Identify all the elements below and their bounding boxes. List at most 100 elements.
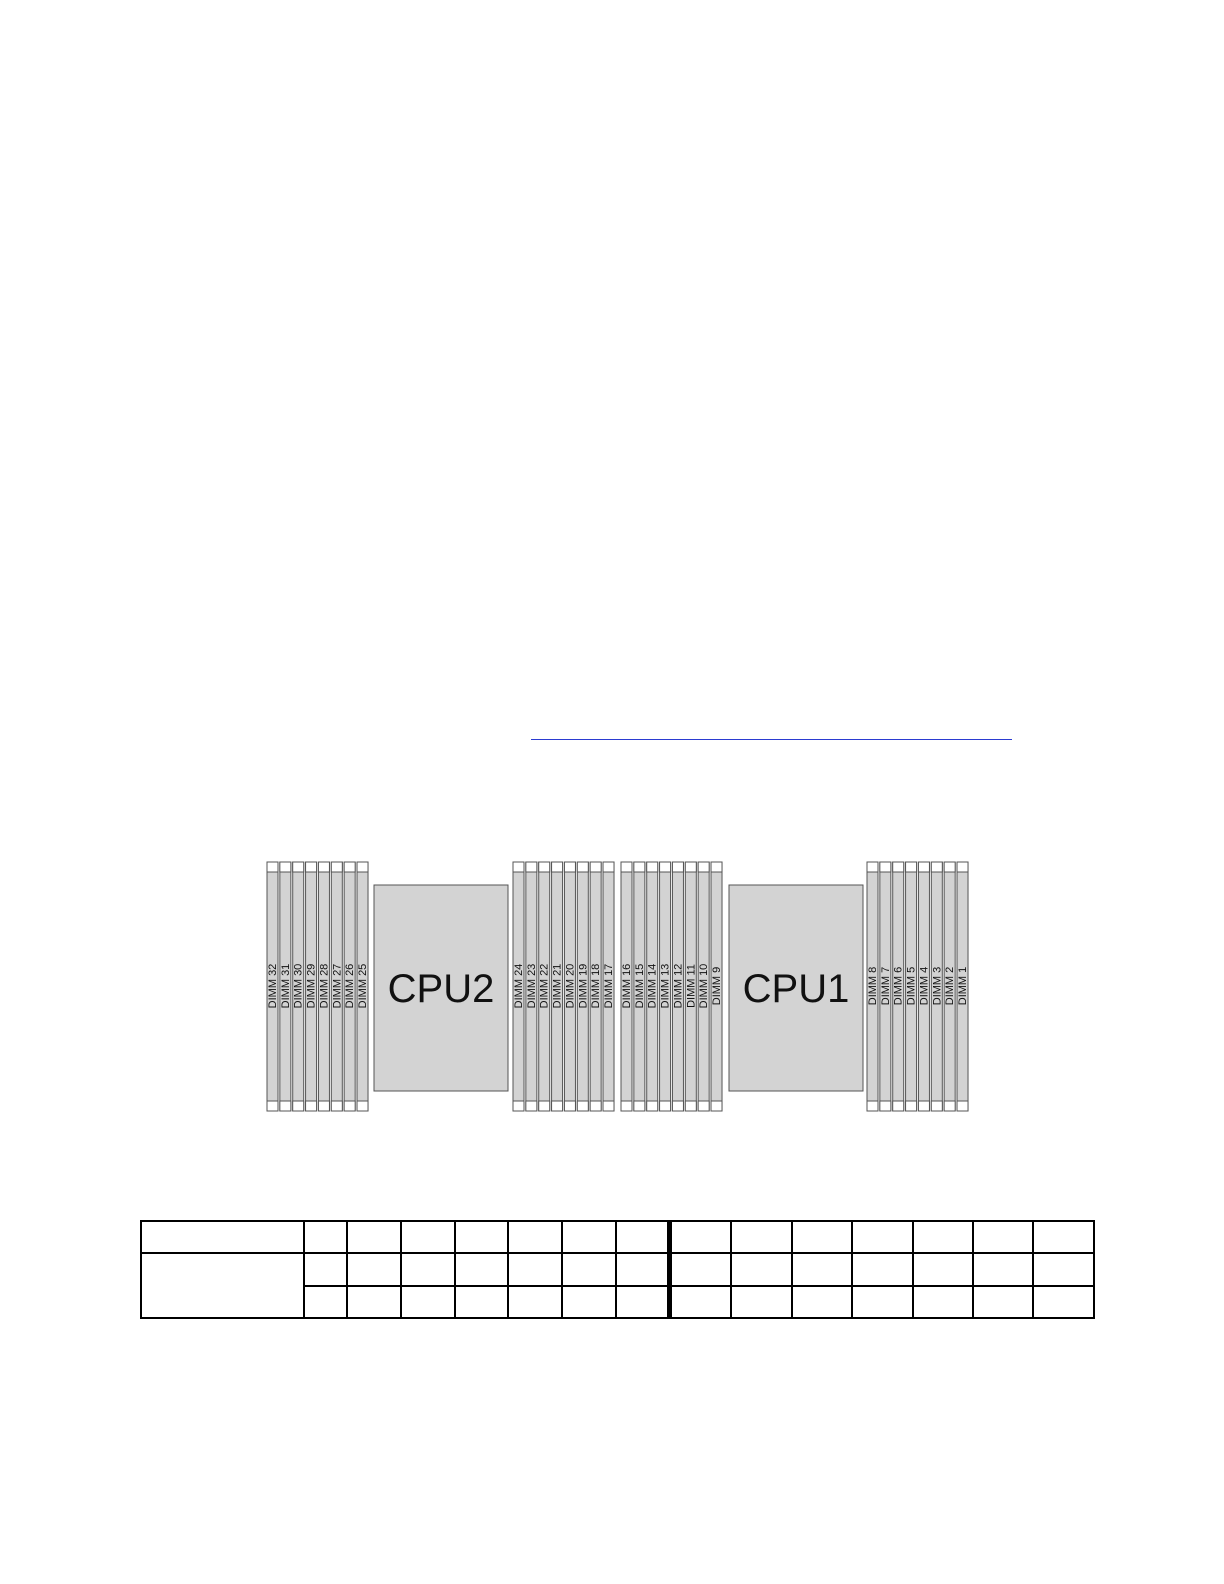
dimm-latch-top — [356, 861, 369, 873]
table-cell — [346, 1219, 402, 1255]
dimm-latch-top — [943, 861, 956, 873]
dimm-latch-top — [538, 861, 551, 873]
table-cell — [790, 1219, 854, 1255]
dimm-label: DIMM 14 — [647, 964, 659, 1009]
dimm-label: DIMM 7 — [880, 967, 892, 1006]
link-underline[interactable] — [531, 739, 1012, 740]
table-cell — [139, 1252, 306, 1319]
dimm-label: DIMM 19 — [577, 964, 589, 1009]
dimm-latch-top — [684, 861, 697, 873]
dimm-latch-top — [956, 861, 969, 873]
table-cell — [851, 1284, 914, 1320]
dimm-label: DIMM 9 — [711, 967, 723, 1006]
dimm-latch-top — [602, 861, 615, 873]
dimm-latch-top — [930, 861, 943, 873]
dimm-label: DIMM 30 — [293, 964, 305, 1009]
dimm-latch-bottom — [620, 1100, 633, 1112]
table-cell — [453, 1219, 510, 1255]
table-cell — [303, 1252, 349, 1287]
dimm-label: DIMM 20 — [564, 964, 576, 1009]
dimm-latch-bottom — [671, 1100, 684, 1112]
dimm-latch-bottom — [551, 1100, 564, 1112]
dimm-label: DIMM 8 — [867, 967, 879, 1006]
dimm-label: DIMM 25 — [357, 964, 369, 1009]
table-cell — [346, 1252, 402, 1287]
table-cell — [614, 1219, 671, 1255]
dimm-label: DIMM 17 — [603, 964, 615, 1009]
dimm-latch-bottom — [266, 1100, 279, 1112]
dimm-latch-bottom — [917, 1100, 930, 1112]
table-cell — [851, 1252, 914, 1287]
dimm-latch-bottom — [633, 1100, 646, 1112]
table-row — [139, 1219, 1095, 1255]
table-cell — [1032, 1284, 1095, 1320]
dimm-latch-top — [317, 861, 330, 873]
dimm-latch-top — [697, 861, 710, 873]
table-cell — [790, 1252, 854, 1287]
dimm-label: DIMM 6 — [893, 967, 905, 1006]
table-cell — [399, 1284, 456, 1320]
dimm-latch-bottom — [892, 1100, 905, 1112]
table-cell — [614, 1284, 671, 1320]
dimm-latch-bottom — [866, 1100, 879, 1112]
dimm-label: DIMM 23 — [526, 964, 538, 1009]
table-row — [139, 1252, 1095, 1319]
table-cell — [790, 1284, 854, 1320]
dimm-label: DIMM 10 — [698, 964, 710, 1009]
dimm-latch-top — [710, 861, 723, 873]
dimm-latch-top — [576, 861, 589, 873]
dimm-latch-top — [279, 861, 292, 873]
table-cell — [139, 1219, 306, 1255]
dimm-latch-bottom — [512, 1100, 525, 1112]
dimm-latch-top — [671, 861, 684, 873]
dimm-latch-top — [266, 861, 279, 873]
dimm-label: DIMM 11 — [685, 964, 697, 1008]
table-cell — [561, 1219, 617, 1255]
table-cell — [399, 1252, 456, 1287]
dimm-latch-top — [620, 861, 633, 873]
dimm-latch-top — [905, 861, 918, 873]
cpu-label: CPU2 — [388, 967, 495, 1011]
dimm-latch-top — [343, 861, 356, 873]
dimm-latch-top — [551, 861, 564, 873]
dimm-latch-bottom — [343, 1100, 356, 1112]
table-cell — [730, 1219, 793, 1255]
table-cell — [507, 1219, 564, 1255]
table-cell — [614, 1252, 671, 1287]
dimm-label: DIMM 1 — [957, 967, 969, 1006]
table-cell — [971, 1284, 1035, 1320]
dimm-latch-top — [917, 861, 930, 873]
table-cell — [667, 1284, 733, 1320]
dimm-label: DIMM 27 — [331, 964, 343, 1009]
dimm-latch-bottom — [646, 1100, 659, 1112]
table-cell — [911, 1252, 974, 1287]
dimm-latch-bottom — [905, 1100, 918, 1112]
dimm-latch-bottom — [602, 1100, 615, 1112]
table-cell — [667, 1219, 733, 1255]
dimm-latch-top — [330, 861, 343, 873]
dimm-label: DIMM 2 — [944, 967, 956, 1006]
table-cell — [730, 1284, 793, 1320]
dimm-label: DIMM 29 — [306, 964, 318, 1009]
cpu-label: CPU1 — [743, 967, 850, 1011]
dimm-latch-bottom — [525, 1100, 538, 1112]
table-cell — [911, 1284, 974, 1320]
dimm-latch-bottom — [563, 1100, 576, 1112]
table-cell — [851, 1219, 914, 1255]
dimm-label: DIMM 26 — [344, 964, 356, 1009]
table-cell — [561, 1284, 617, 1320]
table-cell — [346, 1284, 402, 1320]
dimm-latch-bottom — [317, 1100, 330, 1112]
dimm-label: DIMM 12 — [672, 964, 684, 1009]
dimm-label: DIMM 21 — [552, 964, 564, 1009]
dimm-latch-bottom — [279, 1100, 292, 1112]
dimm-latch-top — [589, 861, 602, 873]
dimm-latch-bottom — [576, 1100, 589, 1112]
dimm-latch-bottom — [305, 1100, 318, 1112]
table-cell — [303, 1284, 349, 1320]
dimm-label: DIMM 18 — [590, 964, 602, 1009]
dimm-latch-bottom — [589, 1100, 602, 1112]
table-cell — [911, 1219, 974, 1255]
table-cell — [1032, 1252, 1095, 1287]
